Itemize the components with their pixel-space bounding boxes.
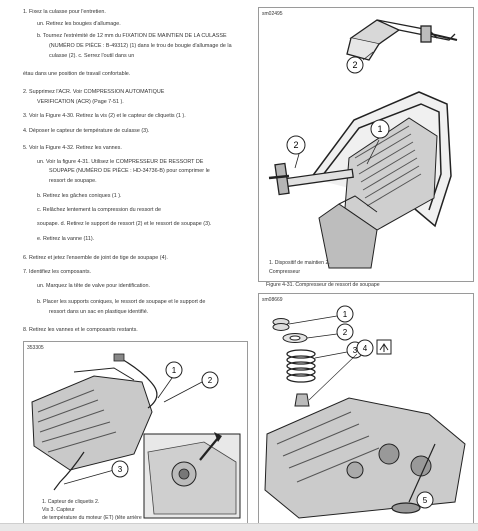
step-8: 8. Retirez les vannes et le composants r…	[23, 327, 138, 333]
holding-fixture-inset	[346, 19, 458, 61]
step-5: 5. Voir la Figure 4-32. Retirez les vann…	[23, 145, 122, 151]
step-1: 1. Fixez la culasse pour l'entretien.	[23, 9, 106, 15]
figure-id: sm02495	[262, 11, 283, 17]
step-7a: un. Marquez la tête de valve pour identi…	[37, 283, 150, 289]
figure-4-31-title: Figure 4-31. Compresseur de ressort de s…	[266, 282, 380, 288]
knock-sensor-illustration: 1 2 3	[31, 353, 241, 519]
callout-3-label: 3	[353, 346, 358, 355]
callout-3-label: 3	[118, 465, 123, 474]
callout-1	[370, 119, 390, 139]
wire-connector	[113, 353, 125, 362]
step-4: 4. Déposer le capteur de température de …	[23, 128, 150, 134]
step-5b: b. Retirez les gâches coniques (1 ).	[37, 193, 122, 199]
pointer-arrow	[199, 437, 219, 461]
step-6: 6. Retirez et jetez l'ensemble de joint …	[23, 255, 168, 261]
sensor-wire	[119, 357, 158, 409]
valve	[391, 443, 436, 514]
callout-1-label: 1	[172, 366, 177, 375]
engine-head-left	[31, 367, 153, 471]
figure-caption-line2: Compresseur	[269, 269, 301, 275]
callout-2	[286, 135, 306, 155]
step-1-continued: étau dans une position de travail confor…	[23, 71, 131, 77]
figure-caption-line3: de température du moteur (ET) (tête arri…	[42, 515, 142, 521]
valve-keepers	[272, 318, 290, 331]
viewer-bottom-bar	[0, 523, 478, 531]
figure-caption-line1: 1. Capteur de cliquetis 2.	[42, 499, 100, 505]
step-7b-line1: b. Placer les supports coniques, le ress…	[37, 299, 206, 305]
step-7b-line2: ressort dans un sac en plastique identif…	[49, 309, 149, 315]
valve-components-illustration: 1 2 3 4 5	[264, 305, 466, 519]
step-1b-line3: culasse (2). c. Serrez l'outil dans un	[49, 53, 135, 59]
step-5d: soupape. d. Retirez le support de ressor…	[37, 221, 212, 227]
figure-knock-sensor: 353305 1 2 3 1. Capteur de cliquetis 2. …	[23, 341, 248, 525]
callout-1	[165, 361, 183, 379]
callout-1-label: 1	[377, 124, 382, 134]
callout-5-label: 5	[423, 496, 428, 505]
step-1b-line2: (NUMÉRO DE PIÈCE : B-49312) (1) dans le …	[49, 43, 232, 49]
callout-1-label: 1	[343, 310, 348, 319]
callout-4	[356, 339, 374, 357]
callout-3	[111, 460, 129, 478]
step-1a: un. Retirez les bougies d'allumage.	[37, 21, 121, 27]
step-5a-line2: SOUPAPE (NUMÉRO DE PIÈCE : HD-34736-B) p…	[49, 168, 210, 174]
temp-sensor-wire	[53, 451, 85, 491]
callout-2-label: 2	[343, 328, 348, 337]
step-3: 3. Voir la Figure 4-30. Retirez la vis (…	[23, 113, 186, 119]
callout-2-label: 2	[293, 140, 298, 150]
figure-id: 353305	[27, 345, 44, 351]
compressor-illustration: 2 1 2	[268, 19, 458, 269]
compressor-screw	[268, 162, 354, 196]
vise-pedestal	[318, 195, 378, 269]
step-5a-line3: ressort de soupape.	[49, 178, 97, 184]
step-2-line2: VERIFICATION (ACR) (Page 7-51 ).	[37, 99, 124, 105]
figure-caption-line1: 1. Dispositif de maintien 2.	[269, 260, 330, 266]
valve-spring	[286, 349, 316, 383]
callout-1	[336, 305, 354, 323]
figure-id: sm08669	[262, 297, 283, 303]
stem-seal	[294, 393, 310, 407]
callout-2	[201, 371, 219, 389]
step-2-line1: 2. Supprimez l'ACR. Voir COMPRESSION AUT…	[23, 89, 165, 95]
callout-2-inset	[346, 56, 364, 74]
figure-valve-components: sm08669	[258, 293, 474, 525]
figure-valve-spring-compressor: sm02495 2	[258, 7, 474, 282]
figure-caption-line2: Vis 3. Capteur	[42, 507, 75, 513]
step-5c: c. Relâchez lentement la compression du …	[37, 207, 162, 213]
step-5e: e. Retirez la vanne (11).	[37, 236, 95, 242]
step-5a-line1: un. Voir la figure 4-31. Utilisez le COM…	[37, 159, 204, 165]
callout-4-label: 4	[363, 344, 368, 353]
callout-5	[416, 491, 434, 509]
callout-2-label: 2	[208, 376, 213, 385]
cylinder-head-right	[264, 397, 466, 519]
callout-2	[336, 323, 354, 341]
spring-retainer	[282, 333, 308, 343]
step-7: 7. Identifiez les composants.	[23, 269, 92, 275]
callout-2-inset-label: 2	[352, 60, 357, 70]
step-1b-line1: b. Tournez l'extrémité de 12 mm du FIXAT…	[37, 33, 227, 39]
